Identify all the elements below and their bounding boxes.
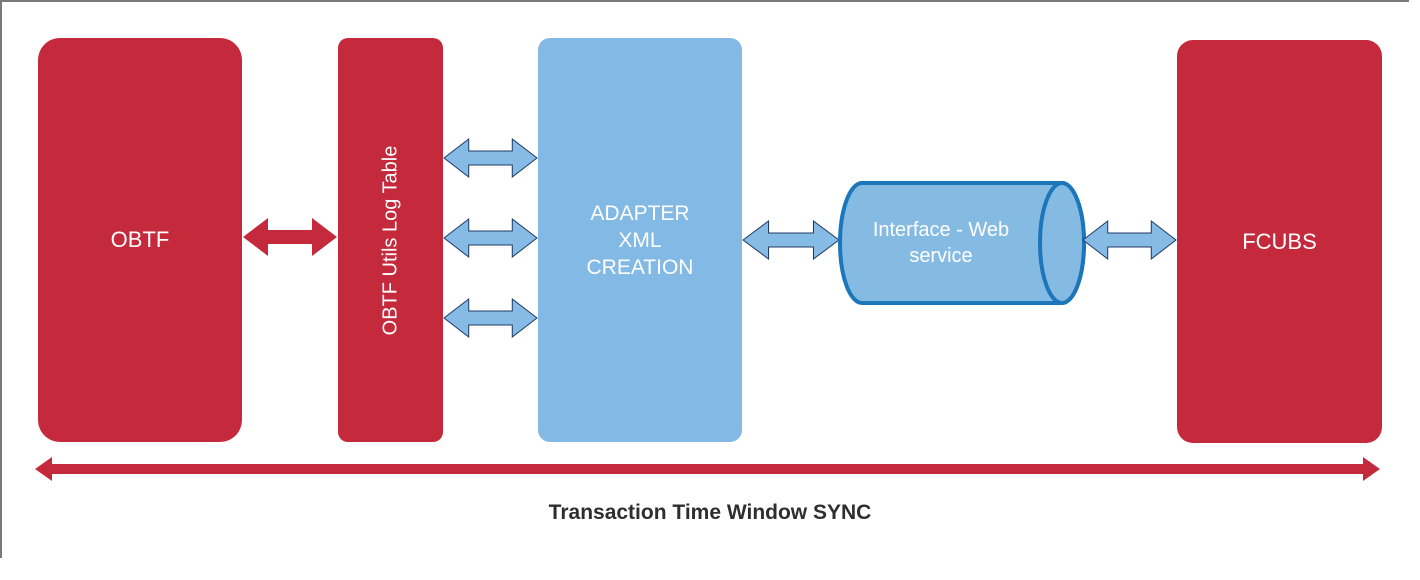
sync-timeline-arrow — [35, 457, 1380, 481]
adapter-label-line3: CREATION — [586, 255, 694, 279]
log-table-box: OBTF Utils Log Table — [338, 38, 443, 442]
webservice-fcubs-arrow — [1082, 219, 1177, 261]
fcubs-box: FCUBS — [1177, 40, 1382, 443]
adapter-label-line1: ADAPTER — [590, 201, 690, 225]
logtable-adapter-arrow-1 — [443, 137, 538, 179]
web-service-label: Interface - Web service — [845, 176, 1037, 310]
adapter-label-line2: XML — [618, 228, 662, 252]
logtable-adapter-arrow-3 — [443, 297, 538, 339]
frame-top-border — [0, 0, 1409, 2]
web-service-label-line2: service — [909, 245, 973, 267]
adapter-webservice-arrow — [742, 219, 840, 261]
obtf-logtable-arrow — [243, 218, 337, 256]
fcubs-label: FCUBS — [1242, 228, 1317, 254]
log-table-label: OBTF Utils Log Table — [379, 145, 401, 335]
obtf-label: OBTF — [110, 227, 170, 252]
sync-caption: Transaction Time Window SYNC — [548, 501, 872, 524]
adapter-box: ADAPTER XML CREATION — [538, 38, 742, 442]
cylinder-cap — [1038, 181, 1086, 305]
web-service-label-line1: Interface - Web — [872, 219, 1010, 241]
logtable-adapter-arrow-2 — [443, 217, 538, 259]
frame-left-border — [0, 0, 2, 558]
web-service-cylinder — [838, 181, 1086, 305]
obtf-box: OBTF — [38, 38, 242, 442]
